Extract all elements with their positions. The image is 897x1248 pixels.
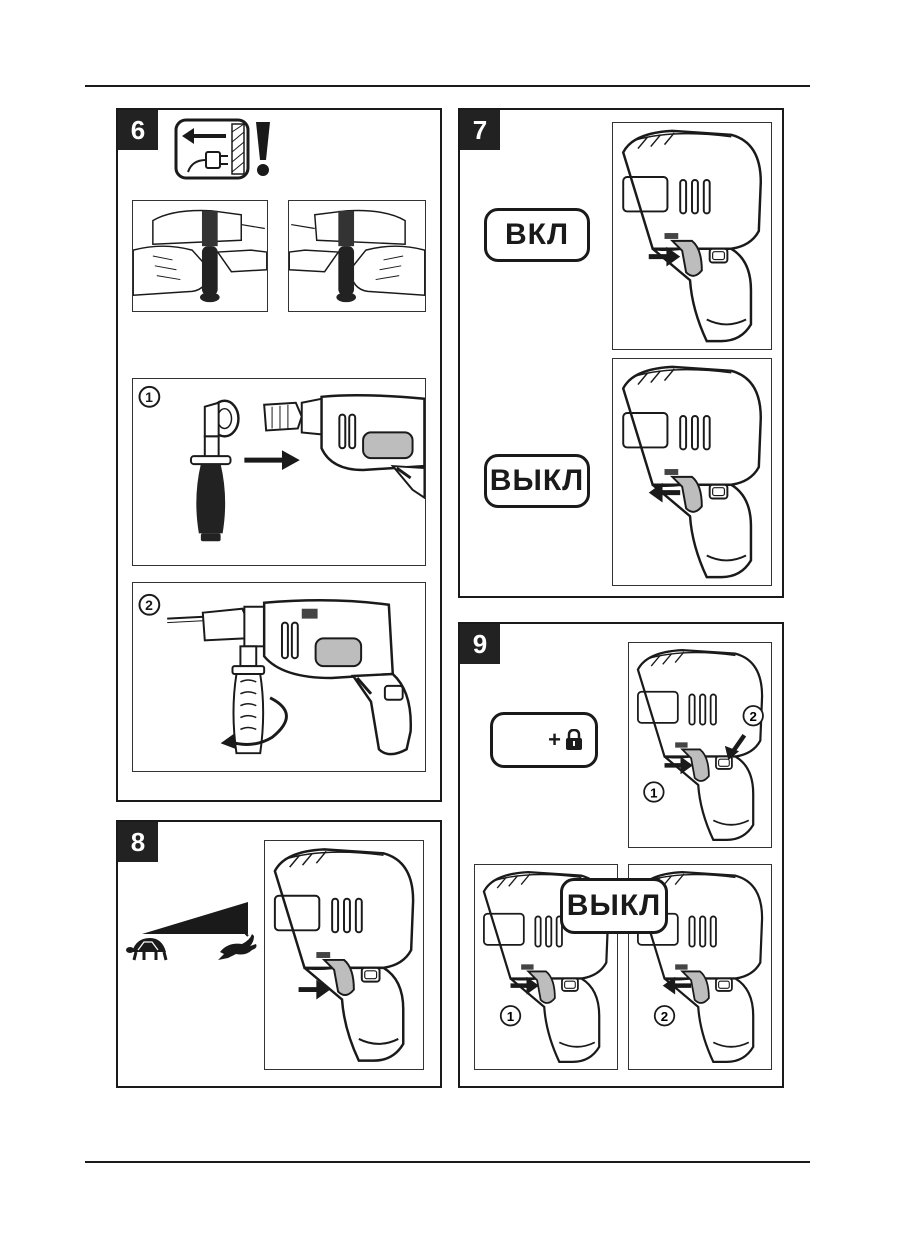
padlock-icon bbox=[565, 729, 583, 751]
switch-on-image bbox=[612, 122, 772, 350]
lock-plus-text: + bbox=[548, 727, 562, 753]
tighten-handle-image: 2 bbox=[132, 582, 426, 772]
grip-left-hand-image bbox=[132, 200, 268, 312]
svg-text:2: 2 bbox=[661, 1009, 668, 1024]
top-rule bbox=[85, 85, 810, 87]
switch-off-image bbox=[612, 358, 772, 586]
step-number: 6 bbox=[118, 110, 158, 150]
on-label: ВКЛ bbox=[484, 208, 590, 262]
step-8-panel: 8 bbox=[116, 820, 442, 1088]
off-label: ВЫКЛ bbox=[484, 454, 590, 508]
svg-text:1: 1 bbox=[650, 785, 658, 800]
callout-1: 1 bbox=[139, 387, 159, 407]
step-7-panel: 7 ВКЛ ВЫКЛ bbox=[458, 108, 784, 598]
svg-text:1: 1 bbox=[507, 1009, 515, 1024]
lock-label: + bbox=[490, 712, 598, 768]
unplug-warning-icon bbox=[174, 118, 250, 180]
step-number: 9 bbox=[460, 624, 500, 664]
step-9-panel: 9 + 1 2 1 2 bbox=[458, 622, 784, 1088]
grip-right-hand-image bbox=[288, 200, 426, 312]
svg-text:2: 2 bbox=[750, 709, 757, 724]
bottom-rule bbox=[85, 1161, 810, 1163]
speed-trigger-image bbox=[264, 840, 424, 1070]
speed-ramp-icon bbox=[142, 902, 248, 934]
step-6-panel: 6 bbox=[116, 108, 442, 802]
step-number: 7 bbox=[460, 110, 500, 150]
turtle-icon bbox=[126, 934, 172, 962]
attach-handle-image: 1 bbox=[132, 378, 426, 566]
off-label: ВЫКЛ bbox=[560, 878, 668, 934]
step-number: 8 bbox=[118, 822, 158, 862]
callout-2: 2 bbox=[139, 595, 159, 615]
lock-on-image: 1 2 bbox=[628, 642, 772, 848]
hare-icon bbox=[214, 932, 260, 962]
exclamation-icon bbox=[252, 120, 274, 178]
